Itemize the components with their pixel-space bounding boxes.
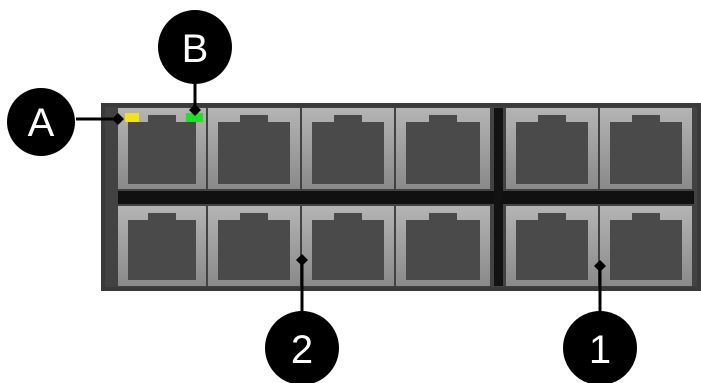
rj45-port [302, 108, 394, 189]
callout-1-label: 1 [589, 328, 611, 372]
top-port-row [118, 108, 692, 189]
rj45-port [396, 108, 490, 189]
callout-b-label: B [182, 27, 209, 71]
rj45-port [396, 206, 490, 286]
rj45-port [118, 206, 206, 286]
led-indicator-right [186, 113, 203, 122]
callout-a: A [7, 88, 124, 156]
rj45-port [600, 206, 692, 286]
bottom-port-row [118, 206, 692, 286]
rj45-port [600, 108, 692, 189]
led-indicator-left [125, 113, 139, 122]
rj45-port [506, 108, 598, 189]
rj45-port [208, 206, 300, 286]
horizontal-divider [118, 191, 694, 204]
rj45-port [302, 206, 394, 286]
callout-1: 1 [563, 260, 637, 383]
callout-b: B [158, 10, 232, 116]
vertical-divider [494, 108, 503, 286]
rj45-port [208, 108, 300, 189]
callout-2-label: 2 [291, 328, 313, 372]
rj45-port [506, 206, 598, 286]
callout-2: 2 [265, 254, 339, 383]
callout-a-label: A [28, 101, 55, 145]
